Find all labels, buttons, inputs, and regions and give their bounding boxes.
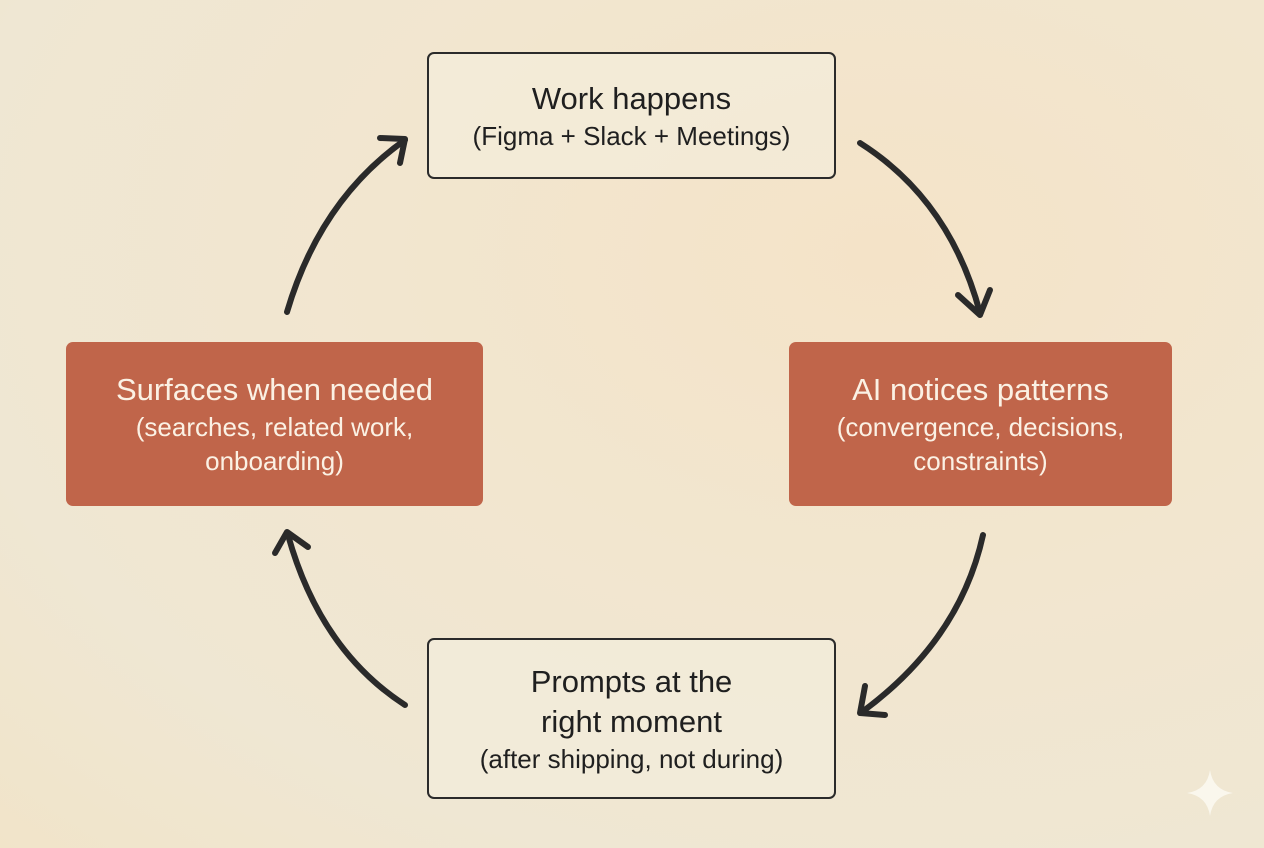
step-subtitle-line: constraints) — [913, 446, 1048, 476]
cycle-step-ai-notices-patterns: AI notices patterns (convergence, decisi… — [789, 342, 1172, 506]
step-subtitle-line: onboarding) — [205, 446, 344, 476]
step-subtitle: (Figma + Slack + Meetings) — [472, 120, 791, 151]
sparkle-icon — [1187, 770, 1233, 816]
step-title: Work happens — [531, 80, 732, 116]
cycle-step-surfaces-when-needed: Surfaces when needed (searches, related … — [66, 342, 483, 506]
cycle-step-prompts-right-moment: Prompts at the right moment (after shipp… — [427, 638, 836, 799]
arrow-right-to-bottom — [857, 532, 986, 718]
step-subtitle-line: (convergence, decisions, — [836, 412, 1125, 442]
step-title-line: right moment — [541, 703, 722, 739]
cycle-step-work-happens: Work happens (Figma + Slack + Meetings) — [427, 52, 836, 179]
arrow-top-to-right — [857, 140, 993, 318]
step-title: AI notices patterns — [852, 372, 1109, 407]
arrow-bottom-to-left — [272, 529, 408, 708]
step-subtitle-line: (searches, related work, — [135, 412, 414, 442]
step-title-line: Prompts at the — [530, 663, 733, 699]
step-subtitle: (after shipping, not during) — [479, 743, 784, 774]
arrow-left-to-top — [284, 135, 408, 315]
step-title: Surfaces when needed — [115, 372, 434, 407]
